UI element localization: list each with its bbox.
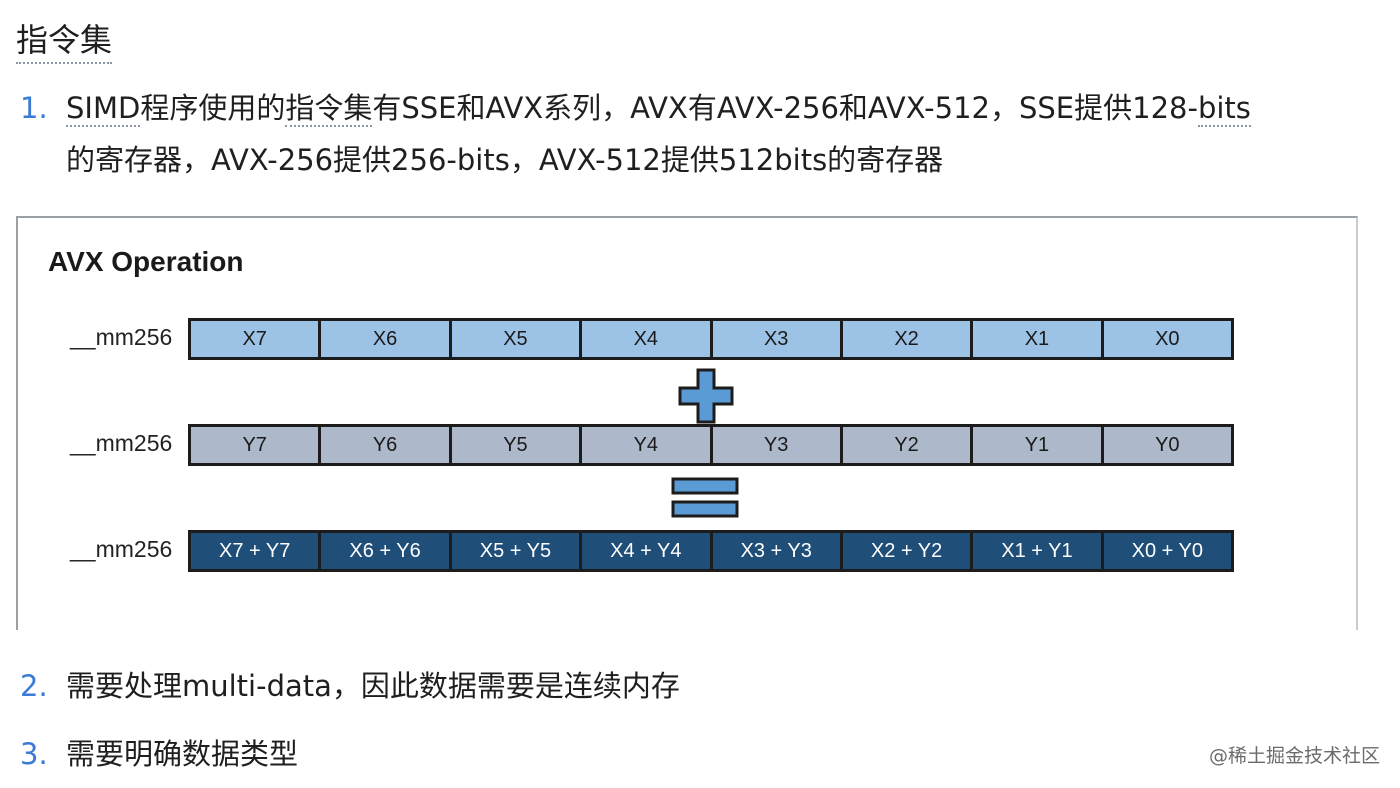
- term-bits: bits: [1197, 91, 1251, 127]
- plus-icon: [678, 368, 734, 424]
- register-cell: Y7: [191, 427, 322, 463]
- register-cell: X7 + Y7: [191, 533, 322, 569]
- text-segment: 程序使用的: [140, 91, 286, 125]
- register-label: __mm256: [70, 430, 173, 456]
- equals-icon: [671, 477, 739, 518]
- register-cell: Y5: [451, 427, 583, 463]
- register-cell: X0 + Y0: [1103, 533, 1231, 569]
- register-cell: X7: [191, 321, 322, 357]
- register-cell: X1: [973, 321, 1104, 357]
- avx-operation-figure: AVX Operation __mm256 X7 X6 X5 X4 X3 X2 …: [16, 216, 1358, 630]
- register-cell: X6 + Y6: [321, 533, 452, 569]
- list-text: 需要明确数据类型: [66, 737, 299, 771]
- term-simd: SIMD: [66, 91, 141, 127]
- register-cell: X2 + Y2: [842, 533, 974, 569]
- section-heading: 指令集: [16, 18, 113, 64]
- register-cell: X5: [451, 321, 583, 357]
- text-segment: 有SSE和AVX系列，AVX有AVX-256和AVX-512，SSE提供128-: [372, 91, 1198, 125]
- figure-title: AVX Operation: [48, 246, 244, 277]
- register-cell: X5 + Y5: [451, 533, 583, 569]
- register-cell: X0: [1103, 321, 1231, 357]
- term-instruction-set: 指令集: [285, 91, 373, 127]
- register-y: Y7 Y6 Y5 Y4 Y3 Y2 Y1 Y0: [188, 424, 1234, 466]
- register-cell: Y4: [582, 427, 713, 463]
- register-cell: X3 + Y3: [712, 533, 843, 569]
- register-cell: X1 + Y1: [973, 533, 1104, 569]
- watermark: @稀土掘金技术社区: [1208, 745, 1380, 767]
- register-cell: Y0: [1103, 427, 1231, 463]
- list-number: 3.: [20, 737, 48, 771]
- register-cell: Y2: [842, 427, 974, 463]
- list-number: 1.: [20, 91, 48, 125]
- register-sum: X7 + Y7 X6 + Y6 X5 + Y5 X4 + Y4 X3 + Y3 …: [188, 530, 1234, 572]
- list-text: SIMD程序使用的指令集有SSE和AVX系列，AVX有AVX-256和AVX-5…: [66, 82, 1251, 186]
- register-cell: Y3: [712, 427, 843, 463]
- register-cell: Y6: [321, 427, 452, 463]
- list-number: 2.: [20, 669, 48, 703]
- register-cell: X3: [712, 321, 843, 357]
- register-cell: X2: [842, 321, 974, 357]
- register-cell: X6: [321, 321, 452, 357]
- register-x: X7 X6 X5 X4 X3 X2 X1 X0: [188, 318, 1234, 360]
- text-segment: 的寄存器，AVX-256提供256-bits，AVX-512提供512bits的…: [66, 143, 944, 177]
- list-text: 需要处理multi-data，因此数据需要是连续内存: [66, 669, 680, 703]
- register-cell: X4: [582, 321, 713, 357]
- register-cell: X4 + Y4: [582, 533, 713, 569]
- register-label: __mm256: [70, 536, 173, 562]
- register-label: __mm256: [70, 324, 173, 350]
- register-cell: Y1: [973, 427, 1104, 463]
